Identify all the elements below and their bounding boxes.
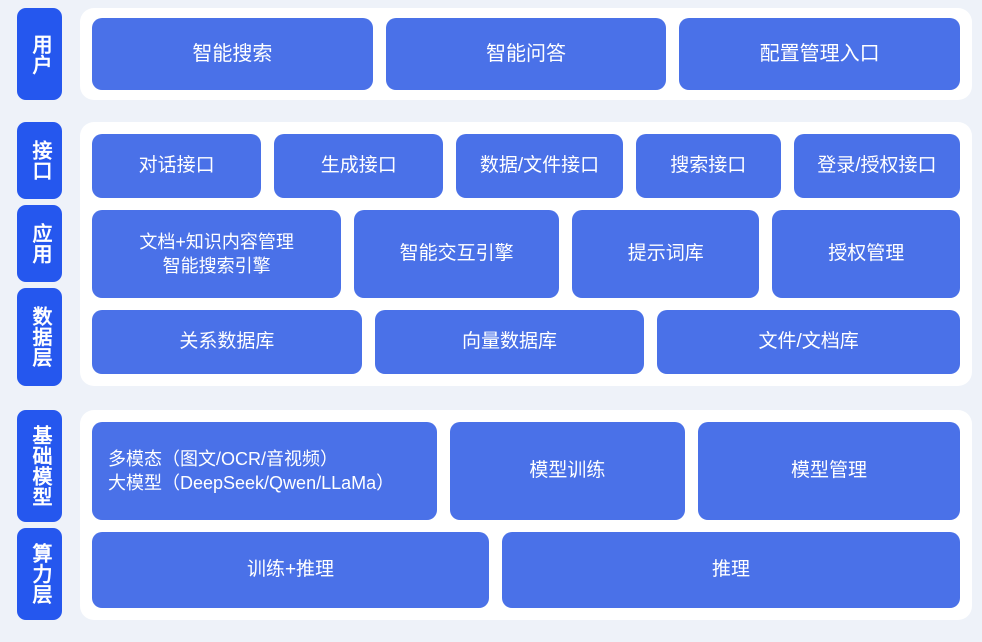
row-interface: 对话接口 生成接口 数据/文件接口 搜索接口 登录/授权接口 (92, 134, 960, 199)
box-vector-database[interactable]: 向量数据库 (374, 309, 645, 374)
row-model: 多模态（图文/OCR/音视频） 大模型（DeepSeek/Qwen/LLaMa）… (92, 422, 960, 521)
layer-chip-user: 用户 (17, 8, 62, 100)
section-platform-panel: 对话接口 生成接口 数据/文件接口 搜索接口 登录/授权接口 文档+知识内容管理… (80, 122, 972, 386)
box-dialog-interface[interactable]: 对话接口 (92, 134, 262, 199)
box-prompt-library[interactable]: 提示词库 (571, 210, 760, 298)
row-user-entries: 智能搜索 智能问答 配置管理入口 (92, 18, 961, 90)
layer-chip-base-model: 基础模型 (17, 410, 62, 523)
box-multimodal-large-model[interactable]: 多模态（图文/OCR/音视频） 大模型（DeepSeek/Qwen/LLaMa） (92, 422, 437, 521)
section-platform: 接口 应用 数据层 对话接口 生成接口 数据/文件接口 搜索接口 登录/授权接口… (0, 110, 982, 398)
box-authorization-management[interactable]: 授权管理 (772, 210, 961, 298)
row-compute: 训练+推理 推理 (92, 532, 960, 609)
section-infrastructure: 基础模型 算力层 多模态（图文/OCR/音视频） 大模型（DeepSeek/Qw… (0, 398, 982, 630)
box-generation-interface[interactable]: 生成接口 (274, 134, 444, 199)
section-infrastructure-panel: 多模态（图文/OCR/音视频） 大模型（DeepSeek/Qwen/LLaMa）… (80, 410, 972, 620)
box-login-auth-interface[interactable]: 登录/授权接口 (793, 134, 960, 199)
box-data-file-interface[interactable]: 数据/文件接口 (456, 134, 623, 199)
section-platform-chips: 接口 应用 数据层 (17, 122, 62, 387)
section-user-chips: 用户 (17, 8, 62, 100)
box-file-document-store[interactable]: 文件/文档库 (657, 309, 960, 374)
box-search-interface[interactable]: 搜索接口 (635, 134, 781, 199)
section-infrastructure-chips: 基础模型 算力层 (17, 410, 62, 620)
section-user-panel: 智能搜索 智能问答 配置管理入口 (80, 8, 972, 100)
box-inference[interactable]: 推理 (502, 532, 960, 609)
box-intelligent-search[interactable]: 智能搜索 (92, 18, 373, 90)
box-intelligent-qa[interactable]: 智能问答 (385, 18, 667, 90)
layer-chip-interface: 接口 (17, 122, 62, 200)
row-application: 文档+知识内容管理 智能搜索引擎 智能交互引擎 提示词库 授权管理 (92, 210, 961, 298)
box-relational-database[interactable]: 关系数据库 (92, 309, 362, 374)
layer-chip-application: 应用 (17, 205, 62, 283)
layer-chip-data: 数据层 (17, 288, 62, 387)
box-training-plus-inference[interactable]: 训练+推理 (92, 532, 490, 609)
box-model-training[interactable]: 模型训练 (449, 422, 686, 521)
box-intelligent-interaction-engine[interactable]: 智能交互引擎 (354, 210, 559, 298)
box-config-management-entry[interactable]: 配置管理入口 (679, 18, 961, 90)
row-data: 关系数据库 向量数据库 文件/文档库 (92, 309, 960, 374)
box-model-management[interactable]: 模型管理 (698, 422, 960, 521)
section-user: 用户 智能搜索 智能问答 配置管理入口 (0, 0, 982, 110)
layer-chip-compute: 算力层 (17, 528, 62, 620)
box-doc-knowledge-management[interactable]: 文档+知识内容管理 智能搜索引擎 (92, 210, 342, 298)
